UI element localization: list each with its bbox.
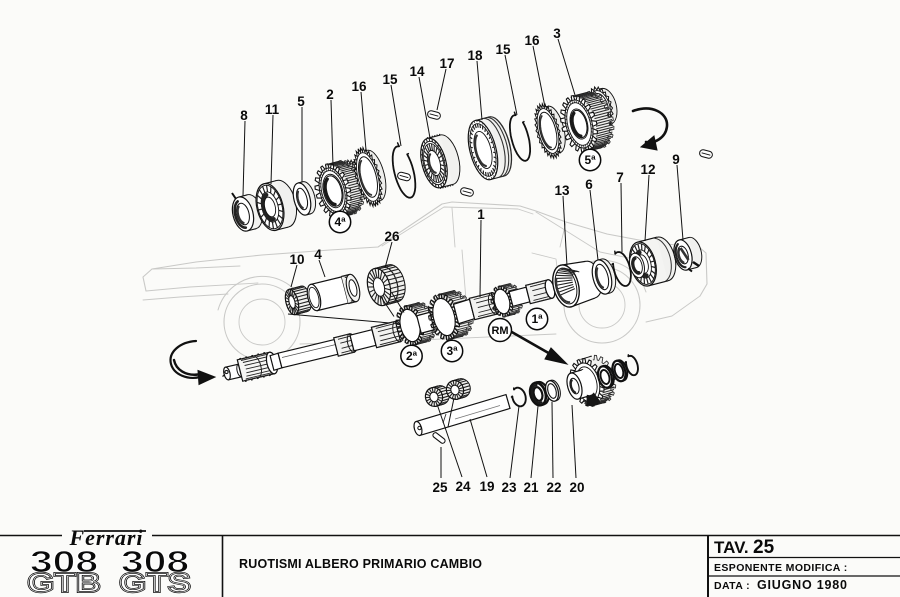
svg-text:8: 8	[240, 108, 248, 123]
svg-text:10: 10	[289, 252, 304, 267]
svg-text:11: 11	[265, 102, 280, 117]
svg-text:DATA :: DATA :	[714, 580, 750, 592]
svg-text:GTS: GTS	[119, 566, 191, 597]
svg-text:GTB: GTB	[27, 566, 101, 597]
svg-text:308: 308	[121, 544, 189, 579]
svg-text:RUOTISMI ALBERO PRIMARIO CAMBI: RUOTISMI ALBERO PRIMARIO CAMBIO	[239, 557, 482, 571]
svg-text:21: 21	[523, 480, 539, 495]
svg-text:13: 13	[554, 183, 570, 198]
svg-text:20: 20	[569, 480, 584, 495]
svg-text:12: 12	[640, 162, 655, 177]
svg-text:GIUGNO 1980: GIUGNO 1980	[757, 578, 848, 592]
svg-text:6: 6	[585, 177, 593, 192]
svg-text:2ª: 2ª	[406, 349, 418, 363]
svg-text:25: 25	[432, 480, 448, 495]
svg-text:308: 308	[30, 544, 98, 579]
svg-text:Ferrari: Ferrari	[69, 525, 144, 550]
svg-text:19: 19	[479, 479, 494, 494]
svg-text:22: 22	[546, 480, 561, 495]
svg-text:23: 23	[501, 480, 517, 495]
svg-text:5ª: 5ª	[584, 153, 596, 167]
svg-text:GTS: GTS	[119, 566, 191, 597]
svg-text:16: 16	[351, 79, 367, 94]
svg-text:1ª: 1ª	[531, 312, 543, 326]
svg-text:7: 7	[616, 170, 624, 185]
svg-text:GTB: GTB	[27, 566, 101, 597]
svg-text:4ª: 4ª	[334, 215, 346, 229]
svg-text:15: 15	[382, 72, 398, 87]
svg-text:4: 4	[314, 247, 322, 262]
svg-text:TAV.: TAV.	[714, 538, 749, 557]
svg-text:9: 9	[672, 152, 680, 167]
svg-text:308: 308	[121, 544, 189, 579]
svg-text:3: 3	[553, 26, 561, 41]
svg-text:1: 1	[477, 207, 485, 222]
svg-text:26: 26	[384, 229, 400, 244]
svg-text:18: 18	[467, 48, 483, 63]
svg-text:17: 17	[439, 56, 454, 71]
svg-text:15: 15	[495, 42, 511, 57]
svg-text:14: 14	[409, 64, 425, 79]
svg-text:24: 24	[455, 479, 471, 494]
svg-text:16: 16	[524, 33, 540, 48]
svg-text:3ª: 3ª	[446, 344, 458, 358]
svg-text:RM: RM	[491, 325, 508, 337]
svg-text:308: 308	[30, 544, 98, 579]
svg-text:ESPONENTE MODIFICA :: ESPONENTE MODIFICA :	[714, 562, 848, 574]
svg-text:25: 25	[753, 537, 775, 558]
svg-text:2: 2	[326, 87, 334, 102]
svg-text:5: 5	[297, 94, 305, 109]
